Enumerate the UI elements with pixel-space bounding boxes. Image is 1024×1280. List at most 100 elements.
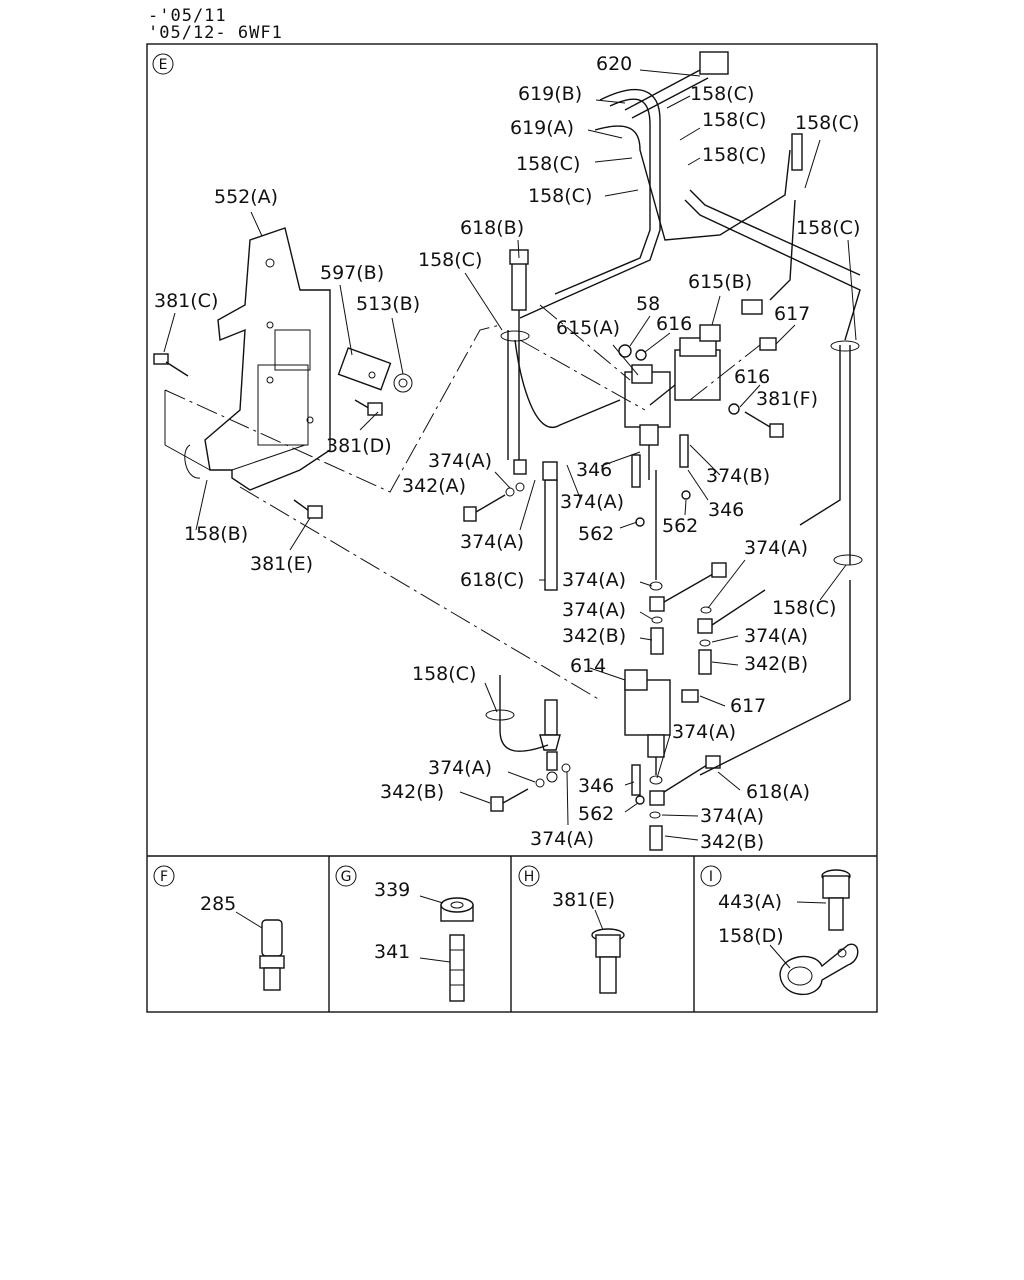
valve-stack-middle xyxy=(649,470,766,675)
label-381d: 381(D) xyxy=(326,435,392,457)
svg-text:H: H xyxy=(524,869,535,885)
label-619a: 619(A) xyxy=(510,117,574,139)
bolt-381d xyxy=(354,399,383,416)
nut-339 xyxy=(440,897,474,922)
header-line-1: -'05/11 xyxy=(148,6,227,26)
washer-616 xyxy=(635,349,647,361)
header-line-2: '05/12- 6WF1 xyxy=(148,23,283,43)
label-58: 58 xyxy=(636,293,660,315)
svg-text:G: G xyxy=(341,869,352,885)
label-616: 616 xyxy=(656,313,692,335)
part-285 xyxy=(259,919,285,991)
label-513b: 513(B) xyxy=(356,293,420,315)
harness-upper xyxy=(519,51,861,341)
clamp-158d xyxy=(779,943,859,996)
connector-620 xyxy=(699,51,729,75)
label-346: 346 xyxy=(578,775,614,797)
label-443a: 443(A) xyxy=(718,891,782,913)
label-374a: 374(A) xyxy=(744,537,808,559)
bolt-381f xyxy=(744,411,784,438)
section-marker-e: E xyxy=(152,53,174,75)
label-285: 285 xyxy=(200,893,236,915)
screw-562 xyxy=(635,517,645,527)
label-341: 341 xyxy=(374,941,410,963)
label-346: 346 xyxy=(576,459,612,481)
screw-562 xyxy=(635,795,645,805)
label-615a: 615(A) xyxy=(556,317,620,339)
label-374a: 374(A) xyxy=(530,828,594,850)
label-158c: 158(C) xyxy=(418,249,482,271)
label-616: 616 xyxy=(734,366,770,388)
svg-text:F: F xyxy=(160,869,168,885)
label-618b: 618(B) xyxy=(460,217,524,239)
sensor-618b xyxy=(500,249,621,475)
label-158c: 158(C) xyxy=(796,217,860,239)
valve-615a xyxy=(624,364,671,480)
label-374a: 374(A) xyxy=(744,625,808,647)
clamp-597b xyxy=(337,347,413,393)
label-158c: 158(C) xyxy=(772,597,836,619)
leader-lines xyxy=(164,304,761,701)
label-374a: 374(A) xyxy=(672,721,736,743)
diagram-frame xyxy=(146,43,878,1013)
label-374a: 374(A) xyxy=(562,569,626,591)
label-342b: 342(B) xyxy=(744,653,808,675)
pipe-346 xyxy=(631,454,641,488)
sensor-618c xyxy=(542,461,558,591)
pipe-346 xyxy=(679,434,689,468)
label-158c: 158(C) xyxy=(412,663,476,685)
label-342b: 342(B) xyxy=(562,625,626,647)
spring-617 xyxy=(759,337,777,351)
label-339: 339 xyxy=(374,879,410,901)
label-562: 562 xyxy=(578,803,614,825)
label-158c: 158(C) xyxy=(702,144,766,166)
bolt-381e xyxy=(293,499,323,519)
label-374a: 374(A) xyxy=(560,491,624,513)
label-381c: 381(C) xyxy=(154,290,218,312)
pipe-346 xyxy=(631,764,641,796)
label-374a: 374(A) xyxy=(700,805,764,827)
svg-text:E: E xyxy=(159,57,168,73)
label-158d: 158(D) xyxy=(718,925,784,947)
label-158c: 158(C) xyxy=(528,185,592,207)
label-614: 614 xyxy=(570,655,606,677)
nut-58 xyxy=(618,344,632,358)
label-597b: 597(B) xyxy=(320,262,384,284)
valve-614 xyxy=(624,669,721,851)
label-618a: 618(A) xyxy=(746,781,810,803)
label-562: 562 xyxy=(662,515,698,537)
label-374a: 374(A) xyxy=(562,599,626,621)
label-158c: 158(C) xyxy=(702,109,766,131)
svg-text:I: I xyxy=(709,869,713,885)
section-marker-g: G xyxy=(335,865,357,887)
label-620: 620 xyxy=(596,53,632,75)
stud-341 xyxy=(449,934,465,1002)
tube-right xyxy=(699,340,863,776)
section-marker-f: F xyxy=(153,865,175,887)
label-381e: 381(E) xyxy=(250,553,313,575)
bolt-443a xyxy=(821,869,851,931)
label-381e: 381(E) xyxy=(552,889,615,911)
label-158b: 158(B) xyxy=(184,523,248,545)
label-pointer-lines xyxy=(163,69,857,969)
valve-615b xyxy=(649,324,721,406)
label-615b: 615(B) xyxy=(688,271,752,293)
label-158c: 158(C) xyxy=(795,112,859,134)
label-618c: 618(C) xyxy=(460,569,524,591)
bolt-342b xyxy=(490,763,571,812)
screw-562 xyxy=(681,490,691,500)
section-marker-i: I xyxy=(700,865,722,887)
bolt-381e-detail xyxy=(591,928,625,994)
label-342b: 342(B) xyxy=(700,831,764,853)
label-617: 617 xyxy=(774,303,810,325)
label-374a: 374(A) xyxy=(428,450,492,472)
washer-616 xyxy=(728,403,740,415)
label-346: 346 xyxy=(708,499,744,521)
section-marker-h: H xyxy=(518,865,540,887)
label-619b: 619(B) xyxy=(518,83,582,105)
label-374b: 374(B) xyxy=(706,465,770,487)
label-552a: 552(A) xyxy=(214,186,278,208)
label-381f: 381(F) xyxy=(756,388,818,410)
label-342b: 342(B) xyxy=(380,781,444,803)
